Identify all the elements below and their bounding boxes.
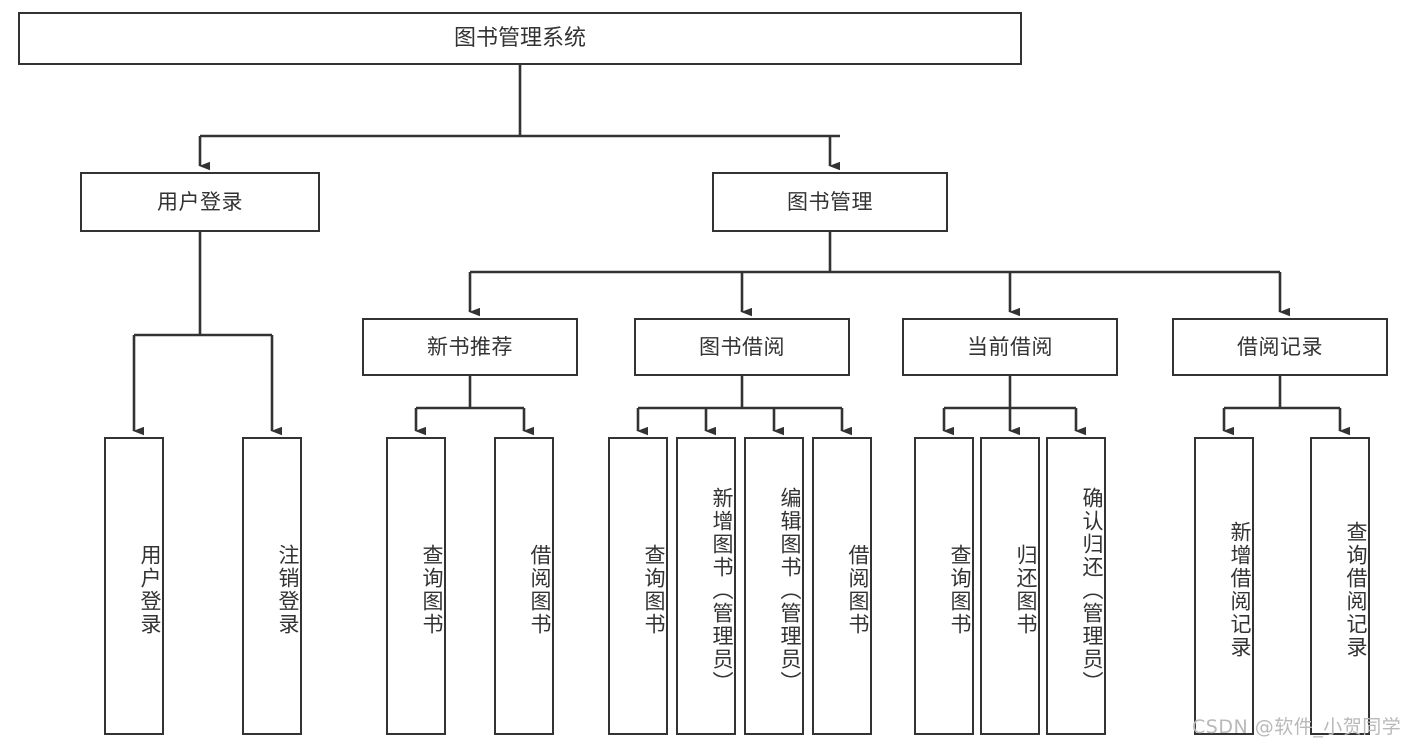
- node-book-management[interactable]: 图书管理: [712, 172, 948, 232]
- leaf-br-add-record[interactable]: 新增借阅记录: [1194, 437, 1254, 735]
- leaf-nb-query-book[interactable]: 查询图书: [386, 437, 446, 735]
- leaf-br-query-record[interactable]: 查询借阅记录: [1310, 437, 1370, 735]
- leaf-bb-edit-book-label: 编辑图书（管理员）: [778, 486, 802, 694]
- node-user-login-label: 用户登录: [157, 189, 243, 214]
- leaf-bb-edit-book[interactable]: 编辑图书（管理员）: [744, 437, 804, 735]
- node-borrow-record[interactable]: 借阅记录: [1172, 318, 1388, 376]
- leaf-cb-return-book[interactable]: 归还图书: [980, 437, 1040, 735]
- node-root-system[interactable]: 图书管理系统: [18, 12, 1022, 65]
- leaf-bb-add-book[interactable]: 新增图书（管理员）: [676, 437, 736, 735]
- leaf-bb-query-book[interactable]: 查询图书: [608, 437, 668, 735]
- leaf-cb-confirm-return[interactable]: 确认归还（管理员）: [1046, 437, 1106, 735]
- node-user-login[interactable]: 用户登录: [80, 172, 320, 232]
- node-current-borrow[interactable]: 当前借阅: [902, 318, 1118, 376]
- leaf-cb-query-book[interactable]: 查询图书: [914, 437, 974, 735]
- leaf-bb-borrow-book-label: 借阅图书: [846, 544, 870, 636]
- node-new-book-recommend[interactable]: 新书推荐: [362, 318, 578, 376]
- node-root-system-label: 图书管理系统: [453, 25, 586, 51]
- node-book-management-label: 图书管理: [787, 189, 873, 214]
- leaf-nb-borrow-book-label: 借阅图书: [528, 544, 552, 636]
- leaf-br-query-record-label: 查询借阅记录: [1344, 521, 1368, 659]
- leaf-br-add-record-label: 新增借阅记录: [1228, 521, 1252, 659]
- leaf-logout[interactable]: 注销登录: [242, 437, 302, 735]
- leaf-bb-add-book-label: 新增图书（管理员）: [710, 486, 734, 694]
- leaf-nb-query-book-label: 查询图书: [420, 544, 444, 636]
- node-borrow-record-label: 借阅记录: [1237, 334, 1323, 359]
- node-new-book-recommend-label: 新书推荐: [427, 334, 513, 359]
- leaf-logout-label: 注销登录: [276, 544, 300, 636]
- leaf-user-login-label: 用户登录: [138, 544, 162, 636]
- leaf-nb-borrow-book[interactable]: 借阅图书: [494, 437, 554, 735]
- leaf-cb-return-book-label: 归还图书: [1014, 544, 1038, 636]
- node-book-borrow[interactable]: 图书借阅: [634, 318, 850, 376]
- leaf-user-login[interactable]: 用户登录: [104, 437, 164, 735]
- csdn-watermark: CSDN @软件_小贺同学: [1192, 716, 1402, 738]
- leaf-cb-query-book-label: 查询图书: [948, 544, 972, 636]
- leaf-cb-confirm-return-label: 确认归还（管理员）: [1080, 486, 1104, 694]
- leaf-bb-borrow-book[interactable]: 借阅图书: [812, 437, 872, 735]
- leaf-bb-query-book-label: 查询图书: [642, 544, 666, 636]
- node-book-borrow-label: 图书借阅: [699, 334, 785, 359]
- node-current-borrow-label: 当前借阅: [967, 334, 1053, 359]
